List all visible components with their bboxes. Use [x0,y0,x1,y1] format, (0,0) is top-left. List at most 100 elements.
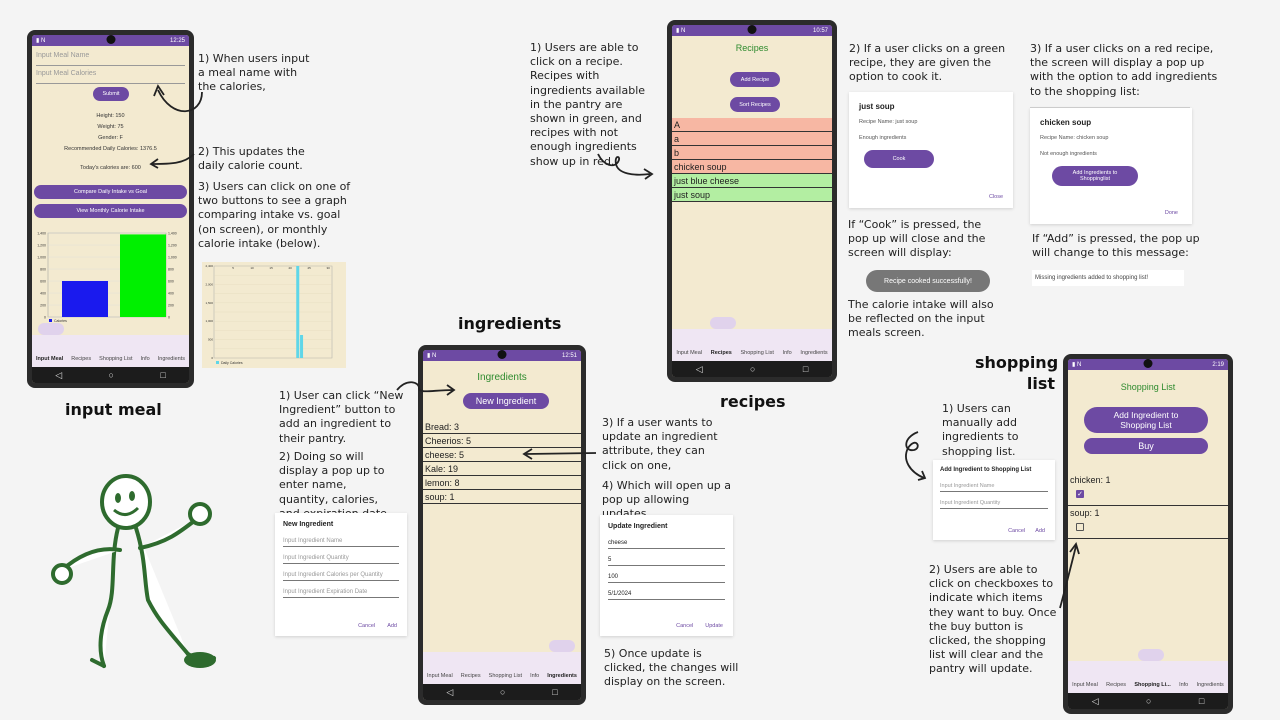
back-icon[interactable]: ◁ [1091,695,1099,706]
dialog-title: just soup [859,102,895,111]
add-to-shopping-button[interactable]: Add Ingredient to Shopping List [1084,407,1208,433]
ingredient-calories-input[interactable]: Input Ingredient Calories per Quantity [283,570,399,581]
checkbox[interactable] [1076,523,1084,531]
update-button[interactable]: Update [705,623,723,629]
add-button[interactable]: Add [387,623,397,629]
nav-ingredients[interactable]: Ingredients [800,350,828,356]
nav-info[interactable]: Info [530,673,540,679]
nav-recipes[interactable]: Recipes [1106,682,1127,688]
done-button[interactable]: Done [1164,210,1178,216]
home-icon[interactable]: ○ [750,364,756,374]
ingredient-row[interactable]: Cheerios: 5 [423,434,581,448]
arrow-icon [597,153,654,180]
recipe-row-red[interactable]: a [672,132,832,146]
nav-info[interactable]: Info [140,356,150,362]
monthly-intake-button[interactable]: View Monthly Calorie Intake [34,204,187,218]
add-ingredients-button[interactable]: Add Ingredients to Shoppinglist [1052,166,1138,186]
update-name-input[interactable]: cheese [608,538,725,549]
ingredient-quantity-input[interactable]: Input Ingredient Quantity [283,553,399,564]
ingredient-row[interactable]: lemon: 8 [423,476,581,490]
recents-icon[interactable]: □ [802,364,809,374]
system-nav-bar: ◁ ○ □ [423,684,581,700]
arrow-icon [522,448,597,460]
y-tick-label: 600 [40,280,46,284]
chart-background [202,262,346,368]
arrow-icon [1059,542,1080,609]
meal-name-input[interactable]: Input Meal Name [36,50,185,66]
ingredient-row[interactable]: Kale: 19 [423,462,581,476]
update-quantity-input[interactable]: 5 [608,555,725,566]
recipe-row-red[interactable]: chicken soup [672,160,832,174]
legend-label: Calories [54,319,67,323]
add-recipe-button[interactable]: Add Recipe [730,72,780,87]
recipe-row-red[interactable]: A [672,118,832,132]
nav-info[interactable]: Info [782,350,792,356]
nav-info[interactable]: Info [1179,682,1189,688]
ingredient-name-input[interactable]: Input Ingredient Name [283,536,399,547]
ingredient-expiration-input[interactable]: Input Ingredient Expiration Date [283,587,399,598]
note-shopping-1: 1) Users can manually add ingredients to… [942,402,1019,458]
note-input-meal-2: 2) This updates the daily calorie count. [198,145,305,173]
add-button[interactable]: Add [1035,528,1045,534]
nav-shopping-list[interactable]: Shopping List [740,350,774,356]
nav-shopping-list[interactable]: Shopping List [488,673,523,679]
close-button[interactable]: Close [988,194,1003,200]
today-calories-text: Today's calories are: 600 [80,165,141,171]
nav-ingredients[interactable]: Ingredients [157,356,185,362]
meal-calories-input[interactable]: Input Meal Calories [36,68,185,84]
arrow-icon [149,153,195,169]
nav-recipes[interactable]: Recipes [460,673,481,679]
shopping-name-input[interactable]: Input Ingredient Name [940,481,1048,492]
nav-input-meal[interactable]: Input Meal [36,356,64,362]
recents-icon[interactable]: □ [160,370,166,380]
y-tick-label: 800 [40,268,46,272]
nav-ingredients[interactable]: Ingredients [1196,682,1224,688]
buy-button[interactable]: Buy [1084,438,1208,454]
bottom-nav: Input Meal Recipes Shopping List Info In… [672,329,832,361]
nav-recipes[interactable]: Recipes [710,350,732,356]
nav-recipes[interactable]: Recipes [71,356,92,362]
y-tick-label: 1,000 [205,319,213,323]
nav-input-meal[interactable]: Input Meal [676,350,703,356]
home-icon[interactable]: ○ [500,687,506,697]
back-icon[interactable]: ◁ [446,686,454,697]
y-tick-label-right: 1,400 [168,232,177,236]
ingredient-row[interactable]: Bread: 3 [423,420,581,434]
nav-shopping-list[interactable]: Shopping Li... [1134,682,1171,688]
shopping-quantity-input[interactable]: Input Ingredient Quantity [940,498,1048,509]
new-ingredient-button[interactable]: New Ingredient [463,393,549,409]
cancel-button[interactable]: Cancel [1008,528,1026,534]
back-icon[interactable]: ◁ [695,363,703,374]
y-tick-label: 1,000 [37,256,46,260]
nav-input-meal[interactable]: Input Meal [427,673,453,679]
home-icon[interactable]: ○ [1146,696,1152,706]
home-icon[interactable]: ○ [108,370,114,380]
update-expiration-input[interactable]: 5/1/2024 [608,589,725,600]
y-tick-label-right: 200 [168,304,174,308]
checkbox[interactable]: ✓ [1076,490,1084,498]
compare-intake-button[interactable]: Compare Daily Intake vs Goal [34,185,187,199]
ingredient-row[interactable]: cheese: 5 [423,448,581,462]
ingredient-row[interactable]: soup: 1 [423,490,581,504]
update-calories-input[interactable]: 100 [608,572,725,583]
nav-shopping-list[interactable]: Shopping List [99,356,133,362]
recipe-row-red[interactable]: b [672,146,832,160]
y-tick-label: 400 [40,292,46,296]
nav-input-meal[interactable]: Input Meal [1072,682,1098,688]
cancel-button[interactable]: Cancel [358,623,376,629]
cancel-button[interactable]: Cancel [676,623,694,629]
recipe-row-green[interactable]: just blue cheese [672,174,832,188]
sort-recipes-button[interactable]: Sort Recipes [730,97,780,112]
cook-button[interactable]: Cook [864,150,934,168]
camera-notch [497,350,507,359]
legend-swatch [216,361,219,364]
back-icon[interactable]: ◁ [55,369,63,380]
submit-button[interactable]: Submit [93,87,129,101]
recents-icon[interactable]: □ [1198,696,1205,706]
x-tick-label: 20 [288,266,292,270]
nav-ingredients[interactable]: Ingredients [547,673,577,679]
recipe-row-green[interactable]: just soup [672,188,832,202]
recents-icon[interactable]: □ [552,687,558,697]
